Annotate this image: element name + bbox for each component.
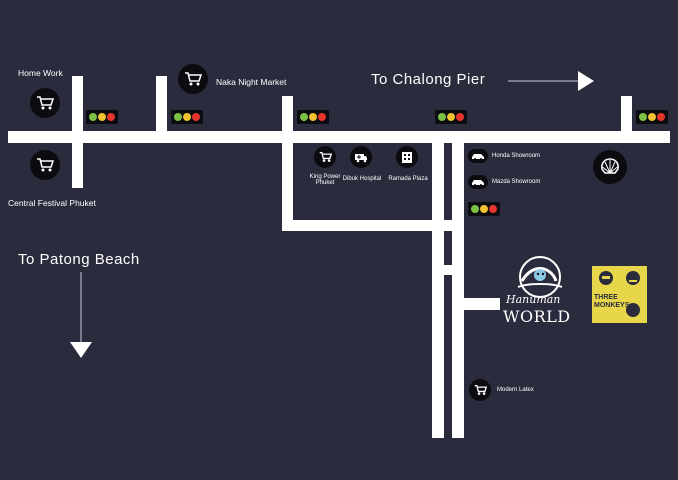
traffic-light-icon [468, 202, 500, 216]
hanuman-world-text: WORLD [503, 307, 571, 326]
arrow-down-icon [70, 272, 92, 358]
ambulance-icon [355, 153, 367, 162]
modern-latex-label: Modern Latex [497, 387, 534, 393]
honda-showroom-label: Honda Showroom [492, 153, 541, 159]
hanuman-world-logo: Hanuman WORLD [500, 255, 578, 335]
dibuk-hospital-label: Dibuk Hospital [342, 176, 382, 182]
three-monkeys-text: THREE MONKEYS [594, 294, 630, 309]
road-naka [156, 76, 167, 132]
ramada-plaza-label: Ramada Plaza [388, 176, 428, 182]
naka-market-label: Naka Night Market [216, 77, 287, 87]
road-king-power-bottom [282, 220, 452, 231]
cart-icon [474, 385, 487, 395]
road-home-work [72, 76, 83, 188]
mazda-showroom-pin [468, 175, 488, 189]
home-work-pin [30, 88, 60, 118]
traffic-light-icon [435, 110, 467, 124]
three-monkeys-logo: THREE MONKEYS [592, 266, 647, 323]
monkey-icon [517, 256, 563, 298]
road-king-power-left [282, 96, 293, 230]
road-chaofa-1 [432, 143, 444, 438]
car-icon [472, 154, 484, 160]
road-right-end [621, 96, 632, 132]
dibuk-hospital-pin [350, 146, 372, 168]
king-power-pin [314, 146, 336, 168]
central-festival-pin [30, 150, 60, 180]
traffic-light-icon [636, 110, 668, 124]
car-icon [472, 180, 484, 186]
king-power-label: King Power Phuket [309, 174, 341, 186]
building-icon [402, 151, 412, 163]
road-hanuman [464, 298, 500, 310]
traffic-light-icon [297, 110, 329, 124]
ramada-plaza-pin [396, 146, 418, 168]
road-connector [444, 265, 452, 275]
shell-station-pin [593, 150, 627, 184]
central-festival-label: Central Festival Phuket [8, 198, 96, 208]
home-work-label: Home Work [18, 68, 63, 78]
modern-latex-pin [469, 379, 491, 401]
direction-patong: To Patong Beach [18, 251, 140, 268]
naka-market-pin [178, 64, 208, 94]
cart-icon [37, 96, 54, 110]
cart-icon [185, 72, 202, 86]
arrow-right-icon [508, 71, 594, 91]
honda-showroom-pin [468, 149, 488, 163]
main-road [8, 131, 670, 143]
cart-icon [37, 158, 54, 172]
hanuman-script: Hanuman [506, 293, 561, 306]
monkey-icon [599, 271, 640, 317]
road-chaofa-2 [452, 143, 464, 438]
cart-icon [319, 152, 332, 162]
direction-chalong: To Chalong Pier [371, 71, 486, 88]
traffic-light-icon [86, 110, 118, 124]
shell-icon [601, 158, 619, 174]
traffic-light-icon [171, 110, 203, 124]
mazda-showroom-label: Mazda Showroom [492, 179, 541, 185]
